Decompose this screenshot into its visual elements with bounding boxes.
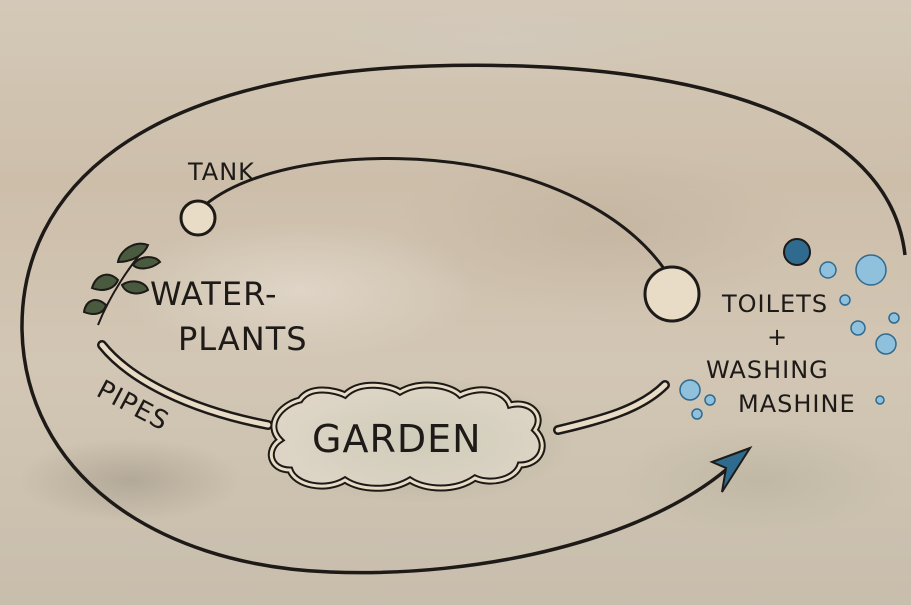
- pipe-inner: [555, 382, 668, 433]
- label-toilets: TOILETS: [721, 290, 828, 318]
- label-pipes: PIPES: [92, 375, 174, 438]
- plant-icon: [82, 242, 162, 326]
- label-plus: +: [767, 323, 788, 351]
- garden-cloud-inner: [269, 383, 544, 490]
- label-water-plants-2: PLANTS: [178, 320, 308, 358]
- label-mashine: MASHINE: [738, 390, 856, 418]
- label-tank: TANK: [187, 158, 255, 186]
- tank-node: [179, 199, 217, 237]
- label-garden: GARDEN: [312, 417, 482, 461]
- arrowhead-icon: [709, 446, 753, 493]
- water-drops-icon: [679, 238, 900, 420]
- label-water-plants-1: WATER-: [150, 275, 278, 313]
- outer-cycle-arrow: [20, 63, 907, 575]
- tank-connection-line: [204, 157, 667, 271]
- toilets-node: [643, 265, 701, 323]
- pipe-inner: [99, 342, 271, 428]
- pipe-from-toilets: [553, 380, 670, 435]
- label-washing: WASHING: [706, 356, 829, 384]
